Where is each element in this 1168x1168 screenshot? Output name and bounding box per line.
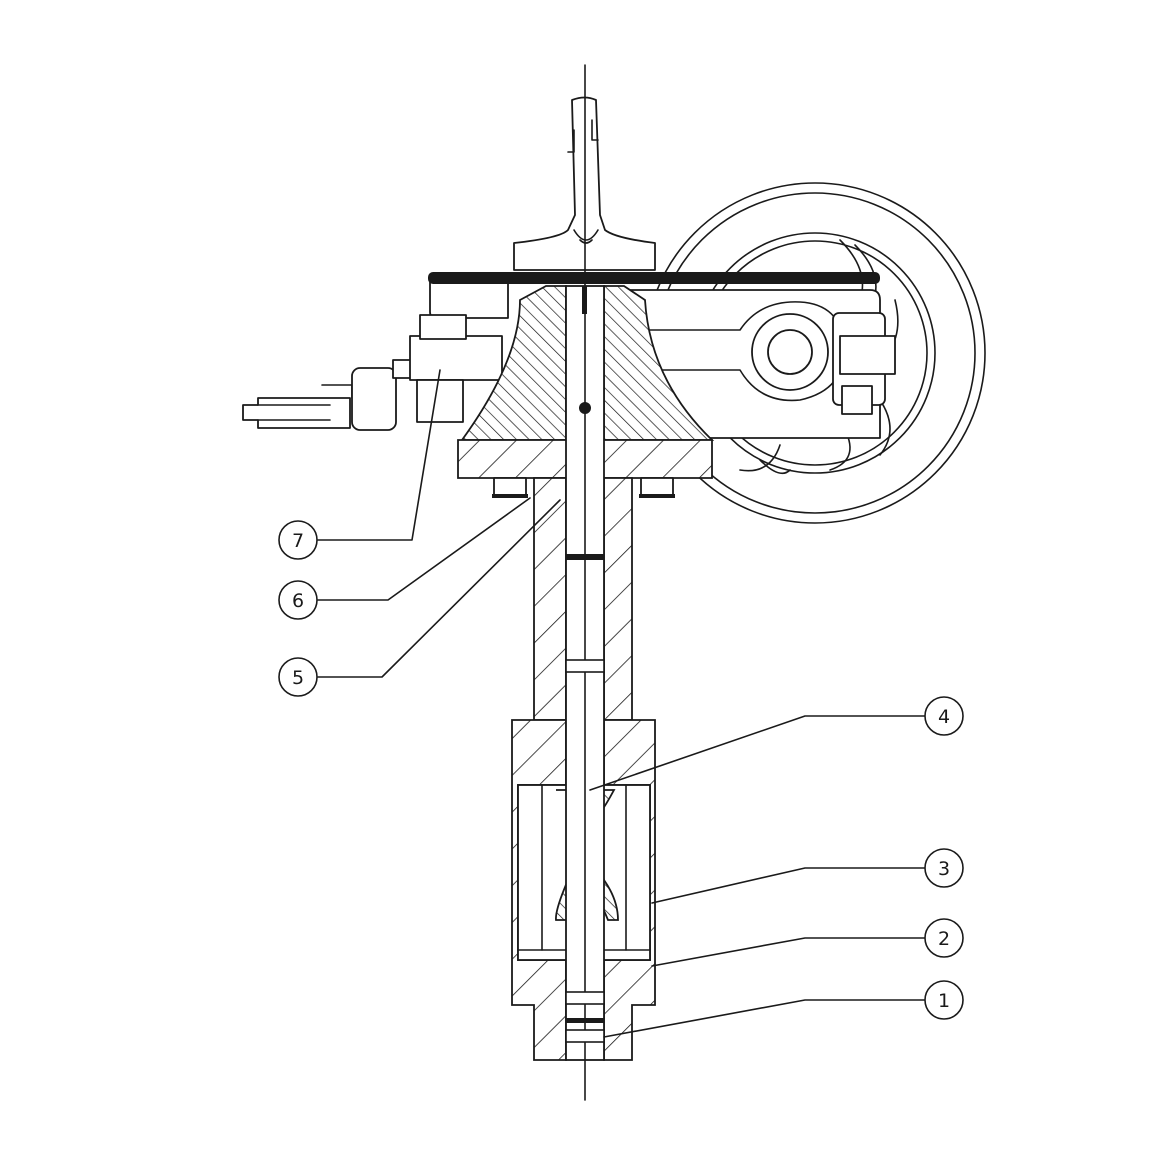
- callout-7: 7: [278, 520, 318, 560]
- leader-lines: [317, 369, 926, 1038]
- callout-3-label: 3: [938, 858, 950, 880]
- handwheel: [644, 182, 986, 524]
- callout-5-label: 5: [292, 667, 304, 689]
- callout-3: 3: [924, 848, 964, 888]
- callout-4-label: 4: [938, 706, 950, 728]
- callout-6: 6: [278, 580, 318, 620]
- callout-5: 5: [278, 657, 318, 697]
- callout-2: 2: [924, 918, 964, 958]
- callout-1: 1: [924, 980, 964, 1020]
- callout-2-label: 2: [938, 928, 950, 950]
- callout-7-label: 7: [292, 530, 304, 552]
- gear-cone: [460, 285, 715, 441]
- callout-6-label: 6: [292, 590, 304, 612]
- callout-4: 4: [924, 696, 964, 736]
- left-actuator: [242, 314, 503, 431]
- valve-stem: [565, 64, 605, 1101]
- valve-neck: [533, 477, 633, 721]
- callout-1-label: 1: [938, 990, 950, 1012]
